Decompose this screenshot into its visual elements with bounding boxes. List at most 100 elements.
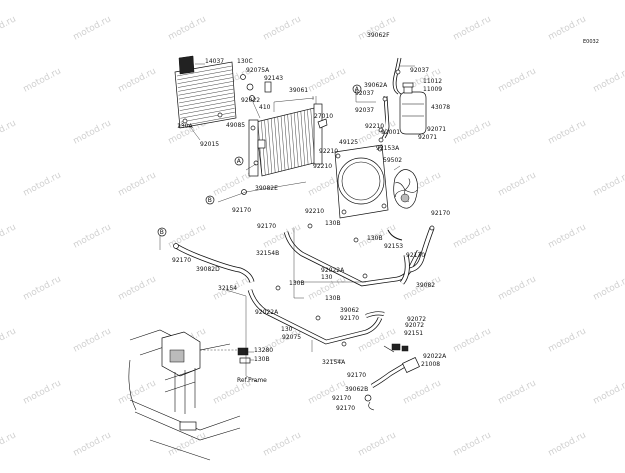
fastener-stack	[240, 74, 272, 119]
watermark-text: motod.ru	[452, 326, 493, 354]
watermark-text: motod.ru	[592, 378, 625, 406]
watermark-text: motod.ru	[22, 170, 63, 198]
part-number-label: 130B	[254, 356, 270, 363]
part-number-label: 39082D	[196, 266, 220, 273]
pipe-upper	[283, 223, 422, 287]
part-number-label: 130C	[237, 58, 253, 65]
part-number-label: 92151	[404, 330, 423, 337]
part-number-label: 39061	[289, 87, 308, 94]
part-number-label: 92170	[347, 372, 366, 379]
watermark-text: motod.ru	[307, 378, 348, 406]
part-number-label: 92072	[407, 316, 426, 323]
part-number-label: 92022A	[321, 267, 345, 274]
part-number-label: 92072	[405, 322, 424, 329]
part-number-label: 92170	[340, 315, 359, 322]
part-number-label: 130B	[289, 280, 305, 287]
reference-lines	[159, 90, 376, 383]
part-number-label: 92210	[305, 208, 324, 215]
hose-small	[365, 311, 385, 318]
part-number-label: 92075A	[246, 67, 270, 74]
part-number-label: 43078	[431, 104, 450, 111]
watermark-text: motod.ru	[0, 14, 18, 42]
watermark-text: motod.ru	[0, 326, 18, 354]
watermark-text: motod.ru	[22, 274, 63, 302]
watermark-text: motod.ru	[72, 326, 113, 354]
part-number-label: 92037	[355, 90, 374, 97]
part-number-label: 39082E	[255, 185, 278, 192]
watermark-text: motod.ru	[592, 274, 625, 302]
watermark-text: motod.ru	[22, 66, 63, 94]
tank-hose	[378, 95, 390, 143]
watermark-text: motod.ru	[547, 14, 588, 42]
watermark-text: motod.ru	[262, 430, 303, 458]
watermark-text: motod.ru	[452, 222, 493, 250]
watermark-text: motod.ru	[402, 378, 443, 406]
ref-frame-label: Ref.Frame	[237, 377, 267, 384]
watermark-text: motod.ru	[117, 378, 158, 406]
part-number-label: 410	[259, 104, 271, 111]
watermark-text: motod.ru	[592, 66, 625, 94]
part-number-label: 92170	[257, 223, 276, 230]
part-number-label: 92037	[410, 67, 429, 74]
part-number-label: 27010	[314, 113, 333, 120]
part-number-label: 92170	[332, 395, 351, 402]
part-number-label: 92071	[418, 134, 437, 141]
overflow-hose	[392, 57, 415, 95]
watermark-text: motod.ru	[497, 66, 538, 94]
callout-b-label: B	[160, 229, 164, 236]
part-number-label: 11012	[423, 78, 442, 85]
watermark-text: motod.ru	[497, 170, 538, 198]
watermark-text: motod.ru	[262, 14, 303, 42]
watermark-text: motod.ru	[547, 326, 588, 354]
watermark-text: motod.ru	[547, 118, 588, 146]
watermark-text: motod.ru	[0, 118, 18, 146]
part-number-label: 92170	[232, 207, 251, 214]
callout-a-label: A	[237, 158, 242, 165]
part-number-label: 130A	[177, 123, 193, 130]
part-number-label: 92037	[355, 107, 374, 114]
watermark-text: motod.ru	[167, 14, 208, 42]
part-number-label: 130	[321, 274, 333, 281]
pipe-bottom	[364, 357, 420, 411]
callout-b-1: B	[205, 195, 215, 205]
fan-shroud	[334, 144, 389, 219]
reservoir-tank	[399, 82, 427, 135]
part-number-label: 49125	[339, 139, 358, 146]
part-number-label: 92210	[365, 123, 384, 130]
part-number-label: 21008	[421, 361, 440, 368]
part-number-label: 92210	[319, 148, 338, 155]
watermark-text: motod.ru	[547, 222, 588, 250]
watermark-text: motod.ru	[72, 14, 113, 42]
watermark-text: motod.ru	[497, 274, 538, 302]
radiator-screen	[174, 55, 237, 141]
callout-b-2: B	[157, 227, 167, 237]
part-number-label: 92022A	[255, 309, 279, 316]
watermark-text: motod.ru	[72, 222, 113, 250]
watermark-text: motod.ru	[117, 66, 158, 94]
part-number-label: 92210	[313, 163, 332, 170]
pipe-lower	[247, 285, 383, 347]
hose-left	[173, 243, 255, 283]
watermark-text: motod.ru	[117, 170, 158, 198]
part-number-label: 92143	[264, 75, 283, 82]
watermark-text: motod.ru	[22, 378, 63, 406]
watermark-text: motod.ru	[307, 66, 348, 94]
watermark-text: motod.ru	[72, 118, 113, 146]
part-number-label: 39062B	[345, 386, 368, 393]
part-number-label: 92022	[241, 97, 260, 104]
part-number-label: 39062F	[367, 32, 390, 39]
part-number-label: 14037	[205, 58, 224, 65]
clamp-set	[383, 343, 409, 353]
part-number-label: 92075	[282, 334, 301, 341]
watermark-text: motod.ru	[592, 170, 625, 198]
part-number-label: 130	[281, 326, 293, 333]
part-number-label: 130B	[367, 235, 383, 242]
part-number-label: 92001	[381, 129, 400, 136]
callout-b-label: B	[208, 197, 212, 204]
part-number-label: 13280	[254, 347, 273, 354]
part-number-label: 92153A	[376, 145, 400, 152]
part-number-label: 39062	[340, 307, 359, 314]
part-number-label: 11009	[423, 86, 442, 93]
